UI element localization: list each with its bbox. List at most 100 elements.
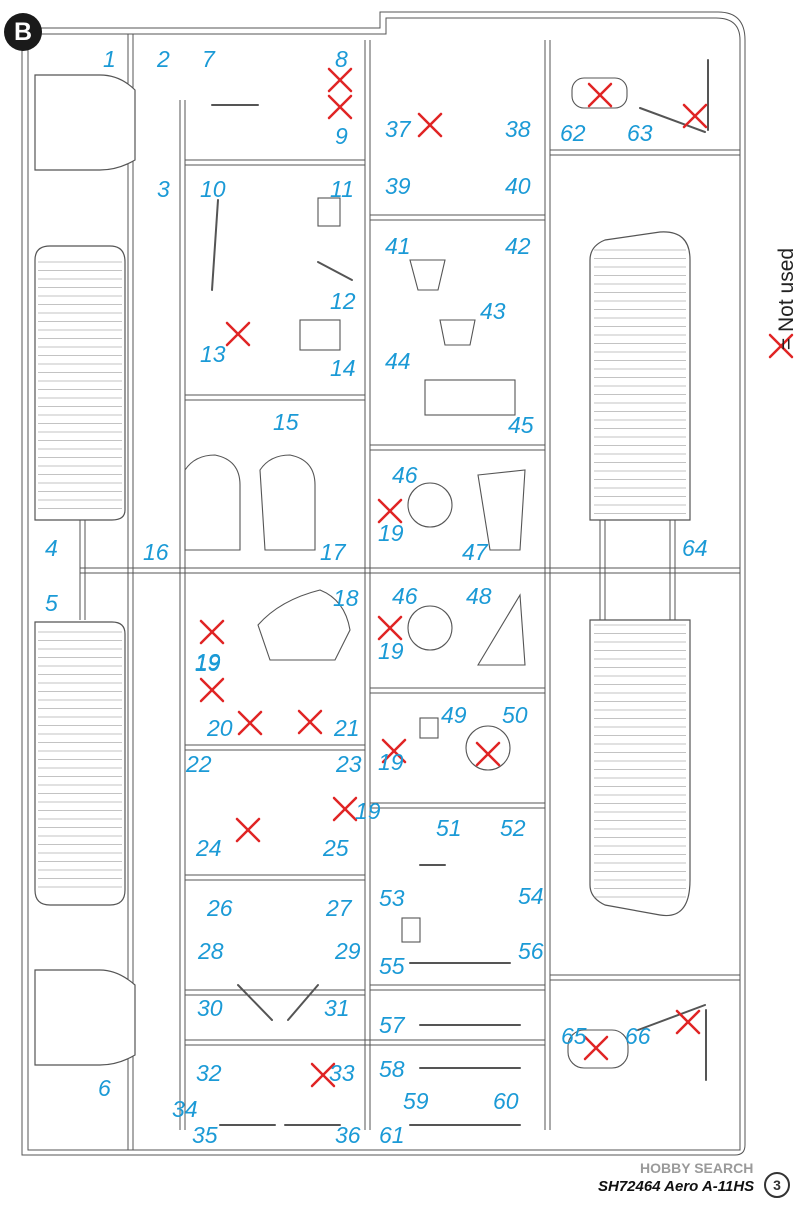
not-used-cross-icon-p37 (417, 112, 443, 138)
part-number-p28: 28 (198, 938, 224, 964)
part-number-p34: 34 (172, 1096, 198, 1122)
part-number-p19c: 19 (378, 638, 404, 664)
part-4-wing-panel (34, 245, 126, 521)
part-number-p22: 22 (186, 751, 212, 777)
part-number-p46a: 46 (392, 462, 418, 488)
part-number-p30: 30 (197, 995, 223, 1021)
part-number-p19b: 19 (378, 520, 404, 546)
part-number-p54: 54 (518, 883, 544, 909)
part-number-p64: 64 (682, 535, 708, 561)
part-number-p61: 61 (379, 1122, 405, 1148)
part-45-block (424, 379, 516, 416)
part-number-p36: 36 (335, 1122, 361, 1148)
part-number-p29: 29 (335, 938, 361, 964)
part-number-p12: 12 (330, 288, 356, 314)
part-number-p59: 59 (403, 1088, 429, 1114)
not-used-cross-icon-p66 (675, 1009, 701, 1035)
part-number-p48: 48 (466, 583, 492, 609)
legend-text: = Not used (775, 247, 797, 351)
part-number-p3: 3 (157, 176, 170, 202)
part-number-p15: 15 (273, 409, 299, 435)
not-used-cross-icon-p9 (327, 94, 353, 120)
not-used-cross-icon-p21 (297, 709, 323, 735)
not-used-cross-icon-p20 (237, 710, 263, 736)
sprue-frame (21, 11, 746, 1156)
part-number-p55: 55 (379, 953, 405, 979)
part-number-p19f: 19 (195, 650, 221, 676)
part-number-p52: 52 (500, 815, 526, 841)
not-used-cross-icon-p19a (199, 619, 225, 645)
part-18-cowl (257, 589, 351, 661)
part-number-p31: 31 (324, 995, 350, 1021)
part-number-p25: 25 (323, 835, 349, 861)
not-used-cross-icon-p8 (327, 67, 353, 93)
part-16-fin (184, 454, 241, 551)
part-46a-disc (407, 482, 453, 528)
part-number-p19a: 19 (195, 649, 221, 675)
part-number-p66: 66 (625, 1023, 651, 1049)
part-number-p16: 16 (143, 539, 169, 565)
part-41-hopper (409, 259, 446, 291)
part-number-p40: 40 (505, 173, 531, 199)
not-used-cross-icon-p50 (475, 741, 501, 767)
part-number-p13: 13 (200, 341, 226, 367)
part-number-p8: 8 (335, 46, 348, 72)
part-number-p19e: 19 (355, 798, 381, 824)
not-used-cross-icon-p63 (682, 103, 708, 129)
sprue-frame-inner (27, 17, 741, 1151)
part-number-p42: 42 (505, 233, 531, 259)
not-used-cross-icon-p62 (587, 82, 613, 108)
part-number-p47: 47 (462, 539, 488, 565)
not-used-cross-icon-p19d (381, 738, 407, 764)
part-10-rod (211, 199, 219, 291)
not-used-cross-icon-p13 (225, 321, 251, 347)
part-number-p26: 26 (207, 895, 233, 921)
part-1-tail-panel (34, 74, 136, 171)
part-number-p6: 6 (98, 1075, 111, 1101)
not-used-cross-icon-p65 (583, 1035, 609, 1061)
part-number-p45: 45 (508, 412, 534, 438)
part-6-tail-panel (34, 969, 136, 1066)
not-used-cross-icon-p19c (377, 615, 403, 641)
part-46b-disc (407, 605, 453, 651)
part-number-p9: 9 (335, 123, 348, 149)
part-number-p56: 56 (518, 938, 544, 964)
part-number-p14: 14 (330, 355, 356, 381)
not-used-cross-icon-p19e (332, 796, 358, 822)
part-number-p58: 58 (379, 1056, 405, 1082)
part-number-p10: 10 (200, 176, 226, 202)
part-43-shape (439, 319, 476, 346)
not-used-cross-icon-p24 (235, 817, 261, 843)
part-number-p4: 4 (45, 535, 58, 561)
page-number: 3 (764, 1172, 790, 1198)
part-number-p23: 23 (336, 751, 362, 777)
part-number-p17: 17 (320, 539, 346, 565)
part-5-wing-panel (34, 621, 126, 906)
not-used-cross-icon-p19b (377, 498, 403, 524)
part-31-strut (287, 984, 319, 1021)
part-17-fin (259, 454, 316, 551)
part-64-upper-panel (589, 231, 691, 521)
part-48-panel (477, 593, 526, 666)
part-66-rod (637, 1004, 706, 1031)
part-number-p19d: 19 (378, 749, 404, 775)
part-number-p5: 5 (45, 590, 58, 616)
part-number-p24: 24 (196, 835, 222, 861)
part-number-p1: 1 (103, 46, 116, 72)
not-used-cross-icon-p33 (310, 1062, 336, 1088)
part-number-p37: 37 (385, 116, 411, 142)
part-64-lower-panel (589, 619, 691, 917)
part-number-p44: 44 (385, 348, 411, 374)
part-number-p11: 11 (330, 176, 354, 202)
part-number-p51: 51 (436, 815, 462, 841)
part-11-block (317, 197, 341, 227)
part-14-block (299, 319, 341, 351)
part-number-p60: 60 (493, 1088, 519, 1114)
part-number-p27: 27 (326, 895, 352, 921)
part-49-grid (419, 717, 439, 739)
part-number-p20: 20 (207, 715, 233, 741)
part-number-p7: 7 (202, 46, 215, 72)
part-number-p49: 49 (441, 702, 467, 728)
